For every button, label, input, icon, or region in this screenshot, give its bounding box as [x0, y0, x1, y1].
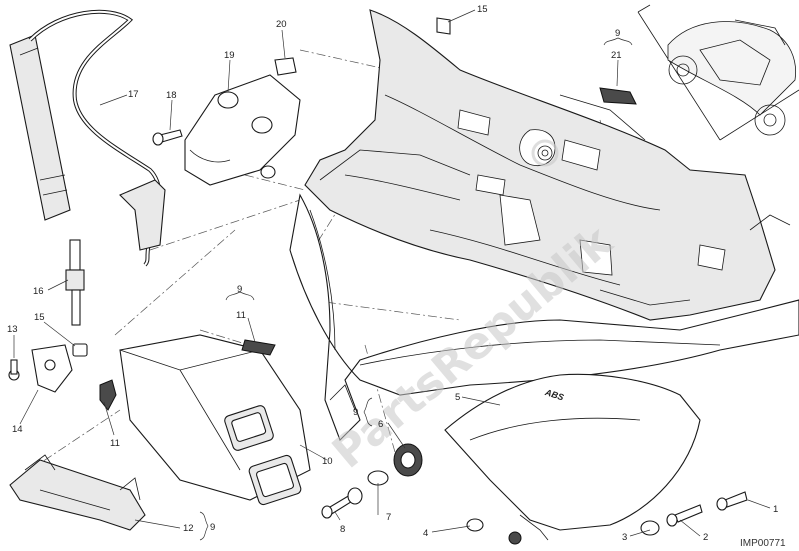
callout-11-clip: 11: [236, 310, 246, 321]
screw-18: [152, 129, 183, 146]
callout-2: 2: [703, 532, 708, 543]
callout-13: 13: [7, 324, 18, 335]
callout-5: 5: [455, 392, 460, 403]
side-duct-panel: [289, 193, 799, 441]
callout-15-top: 15: [477, 4, 488, 15]
watermark-gear-icon: [531, 139, 559, 167]
callout-17: 17: [128, 89, 139, 100]
callout-9-clip-left: 9: [237, 284, 242, 295]
callout-11-small: 11: [110, 438, 120, 449]
speed-nuts: [274, 17, 451, 76]
callout-numbers: 1 2 3 4 5 6 7 8 9 9 9 9 10 11 11 12 13 1…: [7, 4, 778, 543]
callout-9-clip-top: 9: [615, 28, 620, 39]
leader-lines: [13, 9, 771, 537]
control-unit: [119, 334, 311, 506]
ignition-coil: [184, 74, 301, 186]
callout-6: 6: [378, 419, 383, 430]
callout-14: 14: [12, 424, 23, 435]
motorcycle-location-inset: [637, 4, 799, 141]
lower-fairing-panel: ABS: [444, 373, 701, 541]
grommets-bolts: [321, 443, 423, 519]
callout-16: 16: [33, 286, 44, 297]
mounting-bracket: [9, 454, 146, 531]
callout-21: 21: [611, 50, 622, 61]
group-braces: [199, 37, 633, 541]
callout-9-bracket-low: 9: [210, 522, 215, 533]
spark-plug: [65, 239, 85, 326]
callout-8: 8: [340, 524, 345, 535]
callout-12: 12: [183, 523, 194, 534]
callout-18: 18: [166, 90, 177, 101]
image-reference-code: IMP00771: [740, 538, 786, 549]
clip-21: [599, 87, 637, 105]
callout-15-left: 15: [34, 312, 45, 323]
callout-4: 4: [423, 528, 428, 539]
callout-9-bracket: 9: [353, 407, 358, 418]
small-bracket: [8, 343, 88, 393]
lower-fasteners: [466, 491, 748, 545]
plug-cap-cable: [9, 9, 166, 267]
callout-20: 20: [276, 19, 287, 30]
callout-10: 10: [322, 456, 333, 467]
callout-3: 3: [622, 532, 627, 543]
callout-7: 7: [386, 512, 391, 523]
callout-1: 1: [773, 504, 778, 515]
callout-19: 19: [224, 50, 235, 61]
